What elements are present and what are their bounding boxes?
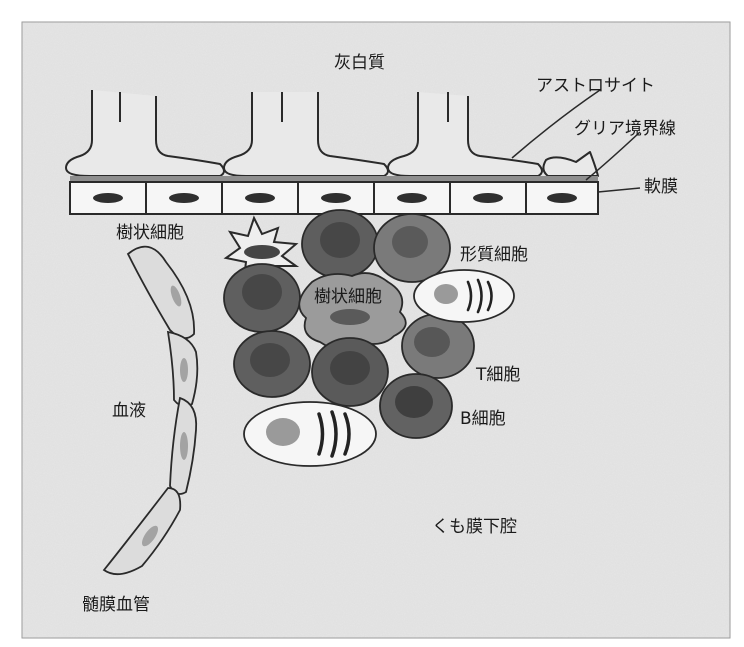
label-pia-mater: 軟膜 <box>644 177 678 197</box>
label-astrocyte: アストロサイト <box>536 76 655 96</box>
label-t-cell: T細胞 <box>475 365 520 385</box>
label-b-cell: B細胞 <box>460 409 506 429</box>
label-blood: 血液 <box>112 401 146 421</box>
dendritic-center-nucleus <box>330 309 370 325</box>
label-meningeal-vessel: 髄膜血管 <box>82 595 150 615</box>
label-glia-limitans: グリア境界線 <box>574 119 676 139</box>
plasma-cell-upper <box>414 270 514 322</box>
label-dendritic-center: 樹状細胞 <box>314 287 382 307</box>
dendritic-upper-nucleus <box>244 245 280 259</box>
label-plasma-cell: 形質細胞 <box>460 245 528 265</box>
label-gray-matter: 灰白質 <box>334 53 385 73</box>
label-subarachnoid: くも膜下腔 <box>432 517 517 537</box>
pia-mater-layer <box>70 176 598 214</box>
label-dendritic-upper: 樹状細胞 <box>116 223 184 243</box>
plasma-cell-lower <box>244 402 376 466</box>
